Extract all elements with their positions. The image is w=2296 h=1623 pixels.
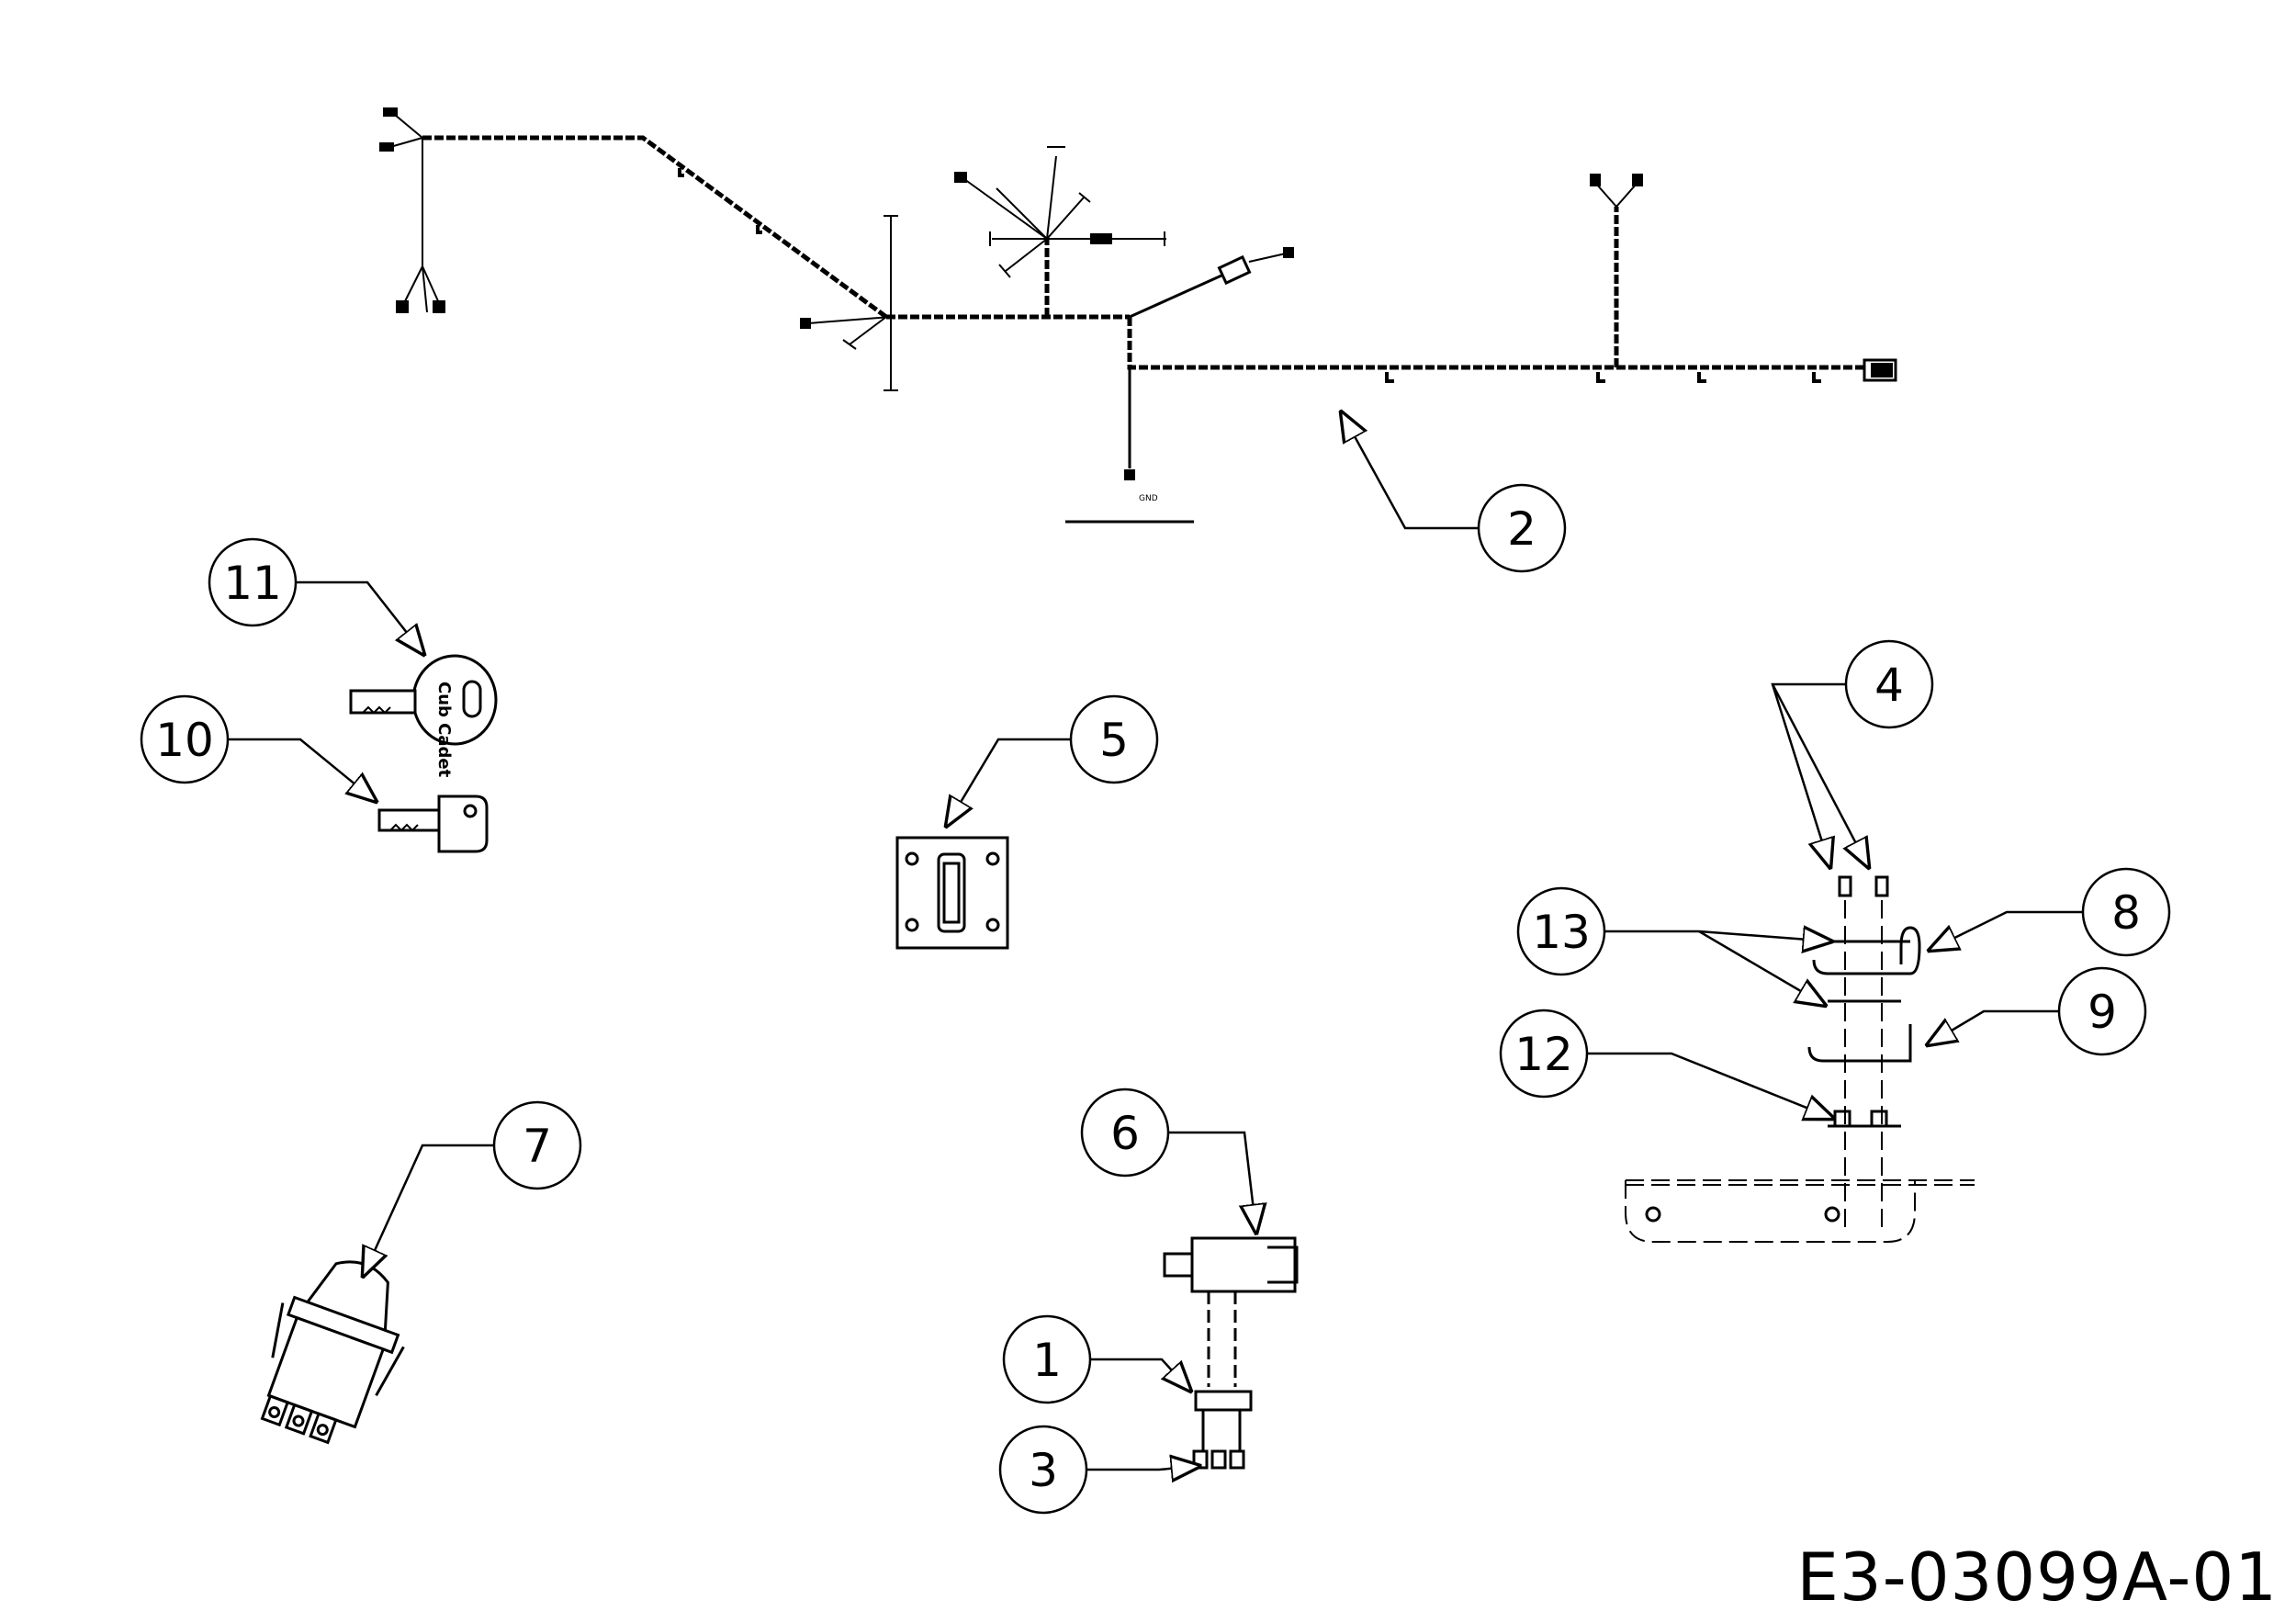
- ignition-key-11: Cub Cadet: [349, 654, 498, 778]
- svg-text:12: 12: [1514, 1028, 1573, 1081]
- key-10: [377, 795, 489, 853]
- key-head-logo: Cub Cadet: [434, 682, 454, 778]
- callout-11: 11: [208, 537, 298, 627]
- callout-leaders: [228, 411, 2083, 1470]
- callout-7: 7: [492, 1100, 582, 1190]
- callout-2: 2: [1477, 483, 1567, 573]
- svg-text:8: 8: [2111, 886, 2141, 940]
- svg-text:4: 4: [1874, 659, 1904, 712]
- callout-5: 5: [1069, 694, 1159, 784]
- bracket-assembly: [1625, 875, 1975, 1243]
- wiring-harness: [379, 107, 1897, 524]
- drawing-code: E3-03099A-01: [1796, 1538, 2278, 1616]
- pto-switch-7: [260, 1260, 405, 1445]
- svg-text:5: 5: [1099, 714, 1129, 767]
- ground-tag: GND: [1139, 494, 1158, 503]
- svg-text:9: 9: [2088, 986, 2117, 1039]
- svg-text:2: 2: [1507, 502, 1536, 556]
- callout-9: 9: [2057, 966, 2147, 1056]
- svg-text:11: 11: [223, 557, 282, 610]
- switch-plate-5: [895, 836, 1009, 950]
- callout-3: 3: [998, 1425, 1088, 1515]
- seat-switch-6: [1163, 1236, 1299, 1470]
- callout-12: 12: [1499, 1009, 1589, 1099]
- callout-8: 8: [2081, 867, 2171, 957]
- callout-4: 4: [1844, 639, 1934, 729]
- callout-1: 1: [1002, 1314, 1092, 1404]
- callout-6: 6: [1080, 1088, 1170, 1178]
- svg-text:10: 10: [155, 714, 214, 767]
- svg-text:6: 6: [1110, 1107, 1140, 1160]
- svg-text:13: 13: [1532, 906, 1591, 959]
- svg-text:1: 1: [1032, 1334, 1062, 1387]
- svg-text:3: 3: [1029, 1444, 1058, 1497]
- callout-13: 13: [1516, 886, 1606, 976]
- svg-text:7: 7: [523, 1120, 552, 1173]
- callout-10: 10: [140, 694, 230, 784]
